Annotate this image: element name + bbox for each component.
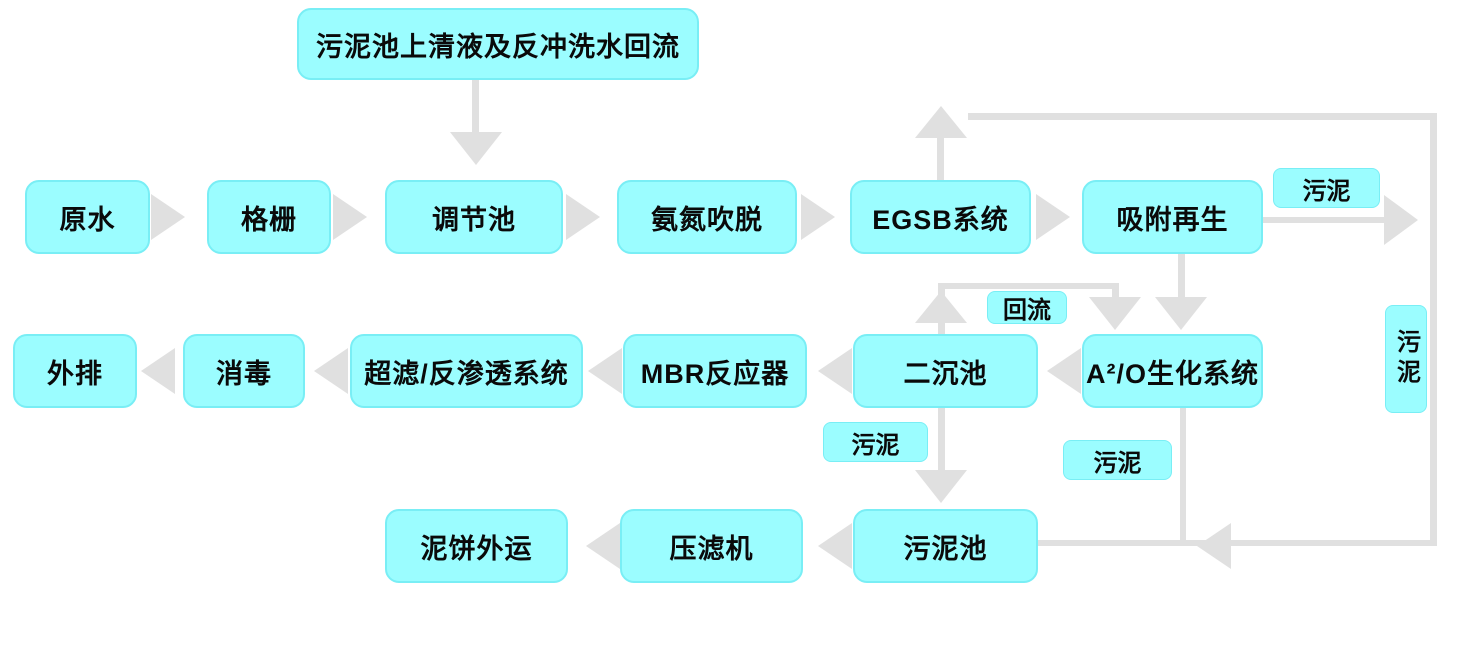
connector-bottom-sludge-line	[1038, 540, 1437, 546]
tag-sludge-a2o: 污泥	[1063, 440, 1172, 480]
node-secondary-clarifier: 二沉池	[853, 334, 1038, 408]
node-filter-press: 压滤机	[620, 509, 803, 583]
arrowhead-ufro-to-disinfection-icon	[314, 348, 348, 394]
node-sludge-tank: 污泥池	[853, 509, 1038, 583]
arrowhead-filter-press-to-cake-icon	[586, 523, 620, 569]
connector-top-horizontal-line	[968, 113, 1437, 120]
connector-adsorption-sludge-line	[1263, 217, 1388, 223]
arrowhead-adsorption-into-a2o-icon	[1155, 297, 1207, 330]
node-adsorption-regeneration: 吸附再生	[1082, 180, 1263, 254]
arrowhead-egsb-to-adsorption-icon	[1036, 194, 1070, 240]
arrowhead-reflux-into-a2o-icon	[1089, 297, 1141, 330]
node-equalization-tank: 调节池	[385, 180, 563, 254]
node-a2o-bio-system: A²/O生化系统	[1082, 334, 1263, 408]
arrowhead-mbr-to-ufro-icon	[588, 348, 622, 394]
arrowhead-raw-water-to-bar-screen-icon	[151, 194, 185, 240]
node-egsb-system: EGSB系统	[850, 180, 1031, 254]
arrowhead-disinfection-to-discharge-icon	[141, 348, 175, 394]
connector-adsorption-to-a2o-stem	[1178, 254, 1185, 301]
node-mbr-reactor: MBR反应器	[623, 334, 807, 408]
node-ammonia-stripping: 氨氮吹脱	[617, 180, 797, 254]
arrowhead-down-into-equalization-icon	[450, 132, 502, 165]
connector-reflux-horizontal-line	[938, 283, 1118, 289]
node-raw-water: 原水	[25, 180, 150, 254]
tag-sludge-clarifier: 污泥	[823, 422, 928, 462]
connector-right-vertical-line	[1430, 113, 1437, 546]
arrowhead-egsb-up-icon	[915, 106, 967, 138]
arrowhead-sludge-line-left-icon	[1197, 523, 1231, 569]
node-bar-screen: 格栅	[207, 180, 331, 254]
node-uf-ro-system: 超滤/反渗透系统	[350, 334, 583, 408]
arrowhead-equalization-to-ammonia-icon	[566, 194, 600, 240]
connector-a2o-sludge-down-line	[1180, 408, 1186, 546]
connector-supernatant-down-stem	[472, 80, 479, 135]
node-disinfection: 消毒	[183, 334, 305, 408]
arrowhead-adsorption-sludge-right-icon	[1384, 195, 1418, 245]
arrowhead-a2o-to-clarifier-icon	[1047, 348, 1081, 394]
node-effluent-discharge: 外排	[13, 334, 137, 408]
tag-reflux: 回流	[987, 291, 1067, 324]
arrowhead-ammonia-to-egsb-icon	[801, 194, 835, 240]
node-sludge-cake-transport: 泥饼外运	[385, 509, 568, 583]
arrowhead-clarifier-to-mbr-icon	[818, 348, 852, 394]
arrowhead-clarifier-into-sludge-tank-icon	[915, 470, 967, 503]
arrowhead-bar-screen-to-equalization-icon	[333, 194, 367, 240]
tag-sludge-right: 污泥	[1385, 305, 1427, 413]
connector-clarifier-sludge-down-stem	[938, 408, 945, 474]
connector-reflux-down-stem	[1112, 283, 1119, 303]
tag-sludge-top: 污泥	[1273, 168, 1380, 208]
arrowhead-reflux-up-icon	[915, 291, 967, 323]
connector-egsb-up-stem	[937, 113, 944, 181]
node-supernatant-return: 污泥池上清液及反冲洗水回流	[297, 8, 699, 80]
arrowhead-sludge-tank-to-filter-press-icon	[818, 523, 852, 569]
